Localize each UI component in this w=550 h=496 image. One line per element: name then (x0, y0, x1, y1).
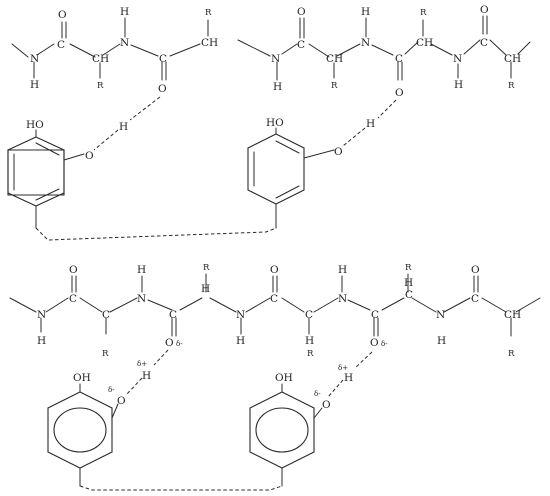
hydroxyl-label: OH (275, 372, 293, 384)
atom-h: H (30, 79, 39, 91)
atom-n: N (37, 309, 46, 321)
delta-minus-label: δ- (176, 340, 183, 348)
atom-ch: CH (416, 37, 433, 49)
atom-h: H (305, 335, 314, 347)
hydrogen-bonds-bottom (125, 349, 373, 398)
atom-ch: CH (504, 309, 521, 321)
atom-c: C (471, 293, 479, 305)
delta-minus-label: δ- (381, 340, 388, 348)
atom-n: N (271, 53, 280, 65)
atom-r: R (420, 8, 427, 18)
atom-h: H (236, 335, 245, 347)
atom-labels-top-right: N H C O CH R N H C O CH R N H C O CH R (271, 4, 521, 99)
atom-n: N (30, 53, 39, 65)
atom-h: H (120, 6, 129, 18)
atom-h: H (119, 121, 128, 133)
atom-h: H (404, 277, 413, 289)
atom-c: C (297, 39, 305, 51)
hydroxyl-label: HO (26, 119, 44, 131)
atom-o: O (117, 395, 126, 407)
atom-h: H (437, 335, 446, 347)
linker-bottom (79, 485, 283, 491)
delta-minus-label: δ- (314, 390, 321, 398)
atom-r: R (405, 263, 412, 273)
catechol-ring-top-left (7, 129, 85, 229)
atom-n: N (361, 37, 370, 49)
atom-ch: CH (201, 37, 218, 49)
atom-h: H (37, 335, 46, 347)
atom-r: R (508, 81, 515, 91)
atom-o: O (471, 264, 480, 276)
delta-minus-label: δ- (108, 386, 115, 394)
atom-h: H (366, 118, 375, 130)
hydroxyl-label: HO (266, 117, 284, 129)
atom-c: C (159, 53, 167, 65)
atom-h: H (344, 372, 353, 384)
atom-c: C (305, 309, 313, 321)
atom-o: O (297, 6, 306, 18)
atom-o: O (165, 337, 174, 349)
atom-r: R (307, 349, 314, 359)
atom-h: H (338, 264, 347, 276)
atom-h: H (142, 370, 151, 382)
atom-r: R (508, 349, 515, 359)
atom-o: O (395, 87, 404, 99)
atom-o: O (322, 399, 331, 411)
atom-o: O (158, 83, 167, 95)
atom-h: H (137, 264, 146, 276)
atom-h: H (201, 283, 210, 295)
atom-n: N (236, 309, 245, 321)
atom-r: R (331, 81, 338, 91)
delta-plus-label: δ+ (137, 360, 147, 368)
atom-c: C (405, 289, 413, 301)
atom-c: C (371, 309, 379, 321)
atom-ch: CH (326, 53, 343, 65)
atom-o: O (85, 150, 94, 162)
atom-o: O (480, 4, 489, 16)
atom-o: O (370, 337, 379, 349)
atom-h: H (454, 79, 463, 91)
aromatic-ring-bottom-right (249, 383, 323, 487)
atom-n: N (120, 37, 129, 49)
atom-ch: CH (92, 53, 109, 65)
atom-o: O (334, 146, 343, 158)
atom-r: R (102, 349, 109, 359)
atom-c: C (57, 39, 65, 51)
atom-c: C (270, 293, 278, 305)
atom-r: R (97, 81, 104, 91)
catechol-ring-top-right (247, 127, 335, 229)
aromatic-ring-bottom-left (47, 383, 119, 487)
peptide-chain-top-left (11, 17, 209, 81)
atom-c: C (480, 37, 488, 49)
atom-r: R (203, 263, 210, 273)
atom-o: O (270, 264, 279, 276)
atom-n: N (338, 293, 347, 305)
atom-o: O (58, 9, 67, 21)
hydroxyl-label: OH (73, 372, 91, 384)
peptide-chain-top-right (237, 15, 531, 81)
atom-labels-top-left: N H C O CH R N H C O CH R (30, 6, 218, 95)
atom-labels-bottom: N H C O C R N H C O δ- H R N H C O C H R… (37, 263, 521, 359)
atom-c: C (102, 309, 110, 321)
atom-h: H (273, 81, 282, 93)
peptide-chain-bottom (9, 273, 541, 337)
atom-c: C (395, 53, 403, 65)
atom-r: R (205, 8, 212, 18)
linker-top (35, 227, 277, 241)
atom-n: N (436, 309, 445, 321)
delta-plus-label: δ+ (338, 364, 348, 372)
atom-ch: CH (504, 53, 521, 65)
atom-n: N (453, 53, 462, 65)
hbond-labels-bottom: δ+ H δ- O δ+ H δ- O (108, 360, 353, 411)
atom-n: N (137, 293, 146, 305)
hbond-labels-top: H O H O (85, 118, 375, 162)
atom-c: C (69, 293, 77, 305)
hydrogen-bonds-top (93, 96, 397, 151)
atom-c: C (169, 309, 177, 321)
atom-h: H (361, 6, 370, 18)
atom-o: O (69, 264, 78, 276)
